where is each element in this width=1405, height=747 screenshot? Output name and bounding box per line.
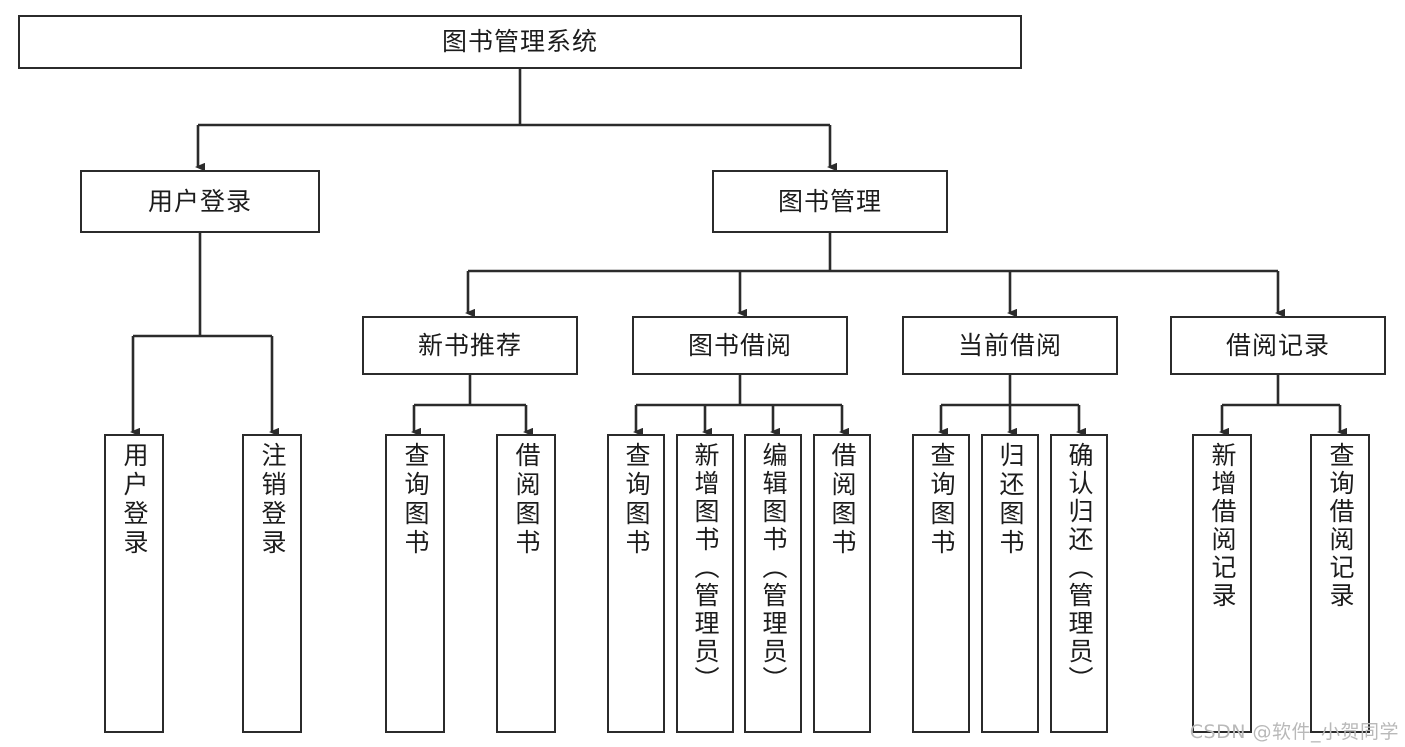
leaf-label: 归还图书 <box>996 442 1025 558</box>
leaf-query-book-borrow[interactable]: 查询图书 <box>607 434 665 733</box>
node-book-management[interactable]: 图书管理 <box>712 170 948 233</box>
leaf-label: 编辑图书（管理员） <box>759 442 788 694</box>
leaf-label: 用户登录 <box>120 442 149 558</box>
node-label: 借阅记录 <box>1225 330 1330 360</box>
leaf-label: 确认归还（管理员） <box>1065 442 1094 694</box>
node-label: 用户登录 <box>147 186 252 216</box>
leaf-label: 查询借阅记录 <box>1326 442 1355 610</box>
node-label: 图书管理系统 <box>441 27 598 57</box>
leaf-query-borrow-record[interactable]: 查询借阅记录 <box>1310 434 1370 733</box>
leaf-add-book-admin[interactable]: 新增图书（管理员） <box>676 434 734 733</box>
leaf-borrow-book-recommend[interactable]: 借阅图书 <box>496 434 556 733</box>
node-root-book-management-system[interactable]: 图书管理系统 <box>18 15 1022 69</box>
node-borrow-record[interactable]: 借阅记录 <box>1170 316 1386 375</box>
leaf-edit-book-admin[interactable]: 编辑图书（管理员） <box>744 434 802 733</box>
node-label: 图书管理 <box>777 186 882 216</box>
node-user-login[interactable]: 用户登录 <box>80 170 320 233</box>
leaf-label: 新增借阅记录 <box>1208 442 1237 610</box>
leaf-query-book-current[interactable]: 查询图书 <box>912 434 970 733</box>
leaf-logout-login[interactable]: 注销登录 <box>242 434 302 733</box>
node-current-borrow[interactable]: 当前借阅 <box>902 316 1118 375</box>
leaf-label: 注销登录 <box>258 442 287 558</box>
leaf-add-borrow-record[interactable]: 新增借阅记录 <box>1192 434 1252 733</box>
leaf-label: 借阅图书 <box>828 442 857 558</box>
leaf-label: 查询图书 <box>401 442 430 558</box>
leaf-label: 查询图书 <box>927 442 956 558</box>
leaf-label: 查询图书 <box>622 442 651 558</box>
node-label: 新书推荐 <box>417 330 522 360</box>
node-label: 当前借阅 <box>957 330 1062 360</box>
leaf-query-book-recommend[interactable]: 查询图书 <box>385 434 445 733</box>
node-book-borrow[interactable]: 图书借阅 <box>632 316 848 375</box>
leaf-return-book[interactable]: 归还图书 <box>981 434 1039 733</box>
leaf-label: 新增图书（管理员） <box>691 442 720 694</box>
leaf-user-login[interactable]: 用户登录 <box>104 434 164 733</box>
watermark: CSDN @软件_小贺同学 <box>1189 721 1399 743</box>
leaf-borrow-book[interactable]: 借阅图书 <box>813 434 871 733</box>
node-label: 图书借阅 <box>687 330 792 360</box>
leaf-confirm-return-admin[interactable]: 确认归还（管理员） <box>1050 434 1108 733</box>
leaf-label: 借阅图书 <box>512 442 541 558</box>
node-new-book-recommend[interactable]: 新书推荐 <box>362 316 578 375</box>
